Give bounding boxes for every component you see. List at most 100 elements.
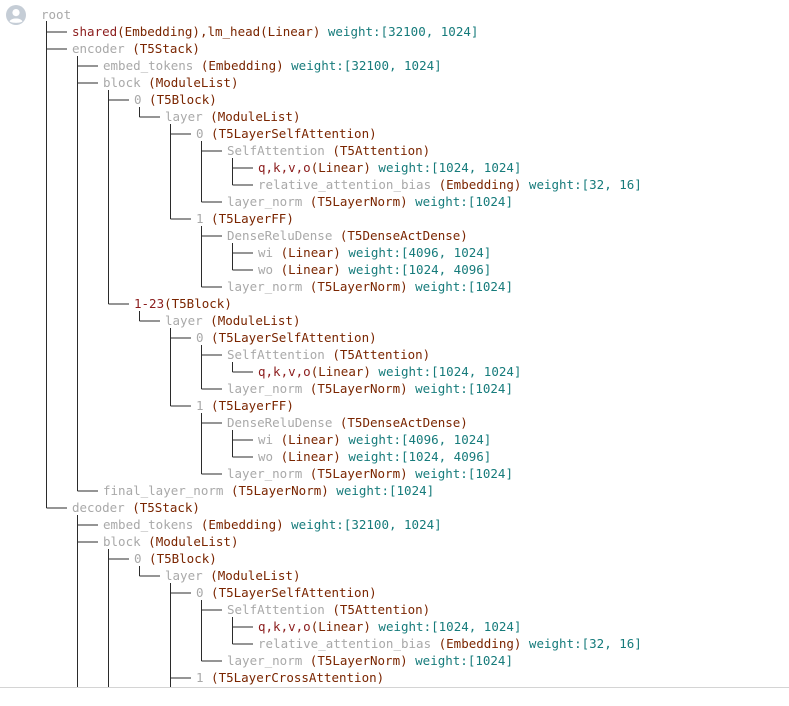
tree-node-row[interactable]: layer_norm (T5LayerNorm) weight:[1024]: [227, 380, 513, 397]
tree-node-row[interactable]: q,k,v,o(Linear) weight:[1024, 1024]: [258, 159, 521, 176]
module-name: 1-23: [134, 296, 165, 311]
tree-node-row[interactable]: layer_norm (T5LayerNorm) weight:[1024]: [227, 652, 513, 669]
module-name: embed_tokens: [103, 58, 194, 73]
tree-node-row[interactable]: layer (ModuleList): [165, 312, 300, 329]
module-name: DenseReluDense: [227, 415, 333, 430]
module-name: layer_norm: [227, 653, 303, 668]
tree-node-row[interactable]: 0 (T5Block): [134, 550, 217, 567]
module-name: shared: [72, 24, 118, 39]
module-name: wi: [258, 432, 274, 447]
tree-node-row[interactable]: SelfAttention (T5Attention): [227, 601, 430, 618]
module-type: (T5Block): [141, 92, 217, 107]
tree-node-row[interactable]: layer (ModuleList): [165, 567, 300, 584]
weight-shape: weight:[32100, 1024]: [283, 517, 442, 532]
module-type: (T5LayerNorm): [302, 653, 408, 668]
module-type: (T5LayerNorm): [223, 483, 329, 498]
module-type: (T5LayerNorm): [302, 466, 408, 481]
module-tree-view: root shared(Embedding),lm_head(Linear) w…: [6, 5, 642, 687]
tree-node-row[interactable]: q,k,v,o(Linear) weight:[1024, 1024]: [258, 618, 521, 635]
module-type: (Linear): [273, 245, 341, 260]
tree-node-row[interactable]: DenseReluDense (T5DenseActDense): [227, 227, 468, 244]
weight-shape: weight:[1024, 1024]: [370, 364, 522, 379]
weight-shape: weight:[1024]: [407, 194, 513, 209]
weight-shape: weight:[4096, 1024]: [340, 432, 492, 447]
tree-node-row[interactable]: block (ModuleList): [103, 74, 238, 91]
tree-node-row[interactable]: wi (Linear) weight:[4096, 1024]: [258, 431, 491, 448]
module-name: layer: [165, 568, 203, 583]
module-name: 0: [134, 92, 142, 107]
weight-shape: weight:[1024, 1024]: [370, 619, 522, 634]
module-type: (Embedding): [193, 517, 284, 532]
tree-node-row[interactable]: 0 (T5LayerSelfAttention): [196, 329, 377, 346]
weight-shape: weight:[4096, 1024]: [340, 245, 492, 260]
tree-node-row[interactable]: q,k,v,o(Linear) weight:[1024, 1024]: [258, 363, 521, 380]
tree-node-row[interactable]: 1-23(T5Block): [134, 295, 232, 312]
module-name: SelfAttention: [227, 347, 325, 362]
weight-shape: weight:[32, 16]: [521, 636, 642, 651]
module-type: (Embedding): [193, 58, 284, 73]
module-type: (ModuleList): [202, 568, 301, 583]
weight-shape: weight:[1024]: [407, 279, 513, 294]
tree-node-row[interactable]: 1 (T5LayerCrossAttention): [196, 669, 384, 686]
module-type: (T5LayerNorm): [302, 279, 408, 294]
module-name: wo: [258, 262, 274, 277]
tree-node-row[interactable]: layer_norm (T5LayerNorm) weight:[1024]: [227, 278, 513, 295]
module-name: final_layer_norm: [103, 483, 224, 498]
module-name: q,k,v,o: [258, 160, 311, 175]
module-name: block: [103, 534, 141, 549]
module-name: layer_norm: [227, 381, 303, 396]
tree-node-row[interactable]: wi (Linear) weight:[4096, 1024]: [258, 244, 491, 261]
weight-shape: weight:[1024]: [407, 466, 513, 481]
module-type: (T5LayerCrossAttention): [203, 670, 385, 685]
module-name: layer_norm: [227, 194, 303, 209]
tree-node-row[interactable]: layer_norm (T5LayerNorm) weight:[1024]: [227, 465, 513, 482]
tree-node-row[interactable]: embed_tokens (Embedding) weight:[32100, …: [103, 57, 442, 74]
tree-node-row[interactable]: SelfAttention (T5Attention): [227, 142, 430, 159]
weight-shape: weight:[1024]: [328, 483, 435, 498]
tree-node-row[interactable]: embed_tokens (Embedding) weight:[32100, …: [103, 516, 442, 533]
tree-node-row[interactable]: encoder (T5Stack): [72, 40, 200, 57]
tree-node-row[interactable]: layer_norm (T5LayerNorm) weight:[1024]: [227, 193, 513, 210]
module-type: (T5Attention): [324, 347, 431, 362]
tree-node-row[interactable]: relative_attention_bias (Embedding) weig…: [258, 176, 642, 193]
module-type: (Embedding): [431, 177, 522, 192]
tree-node-row[interactable]: 0 (T5Block): [134, 91, 217, 108]
module-type: (ModuleList): [202, 109, 301, 124]
tree-node-row[interactable]: decoder (T5Stack): [72, 499, 200, 516]
weight-shape: weight:[32100, 1024]: [283, 58, 442, 73]
module-name: layer: [165, 313, 203, 328]
module-name: embed_tokens: [103, 517, 194, 532]
tree-node-row[interactable]: relative_attention_bias (Embedding) weig…: [258, 635, 642, 652]
module-type: (T5LayerNorm): [302, 194, 408, 209]
tree-node-row[interactable]: layer (ModuleList): [165, 108, 300, 125]
module-name: 0: [196, 126, 204, 141]
user-avatar-icon: [6, 5, 26, 25]
weight-shape: weight:[1024, 4096]: [340, 449, 492, 464]
module-type: (Linear): [310, 364, 371, 379]
weight-shape: weight:[1024, 1024]: [370, 160, 522, 175]
tree-node-row[interactable]: shared(Embedding),lm_head(Linear) weight…: [72, 23, 478, 40]
tree-node-row[interactable]: 0 (T5LayerSelfAttention): [196, 584, 377, 601]
bottom-divider: [0, 687, 789, 688]
module-type: (T5LayerFF): [203, 211, 294, 226]
tree-node-row[interactable]: 1 (T5LayerFF): [196, 397, 294, 414]
tree-node-row[interactable]: DenseReluDense (T5DenseActDense): [227, 414, 468, 431]
tree-node-row[interactable]: 1 (T5LayerFF): [196, 210, 294, 227]
tree-node-row[interactable]: SelfAttention (T5Attention): [227, 346, 430, 363]
tree-node-row[interactable]: wo (Linear) weight:[1024, 4096]: [258, 261, 491, 278]
module-name: relative_attention_bias: [258, 177, 432, 192]
module-type: (T5Block): [164, 296, 232, 311]
tree-node-row[interactable]: wo (Linear) weight:[1024, 4096]: [258, 448, 491, 465]
tree-node-row[interactable]: block (ModuleList): [103, 533, 238, 550]
module-name: SelfAttention: [227, 143, 325, 158]
module-name: layer_norm: [227, 279, 303, 294]
module-name: relative_attention_bias: [258, 636, 432, 651]
module-type: (Linear): [310, 160, 371, 175]
module-type: (Linear): [273, 432, 341, 447]
tree-node-row[interactable]: 0 (T5LayerSelfAttention): [196, 125, 377, 142]
tree-node-row[interactable]: final_layer_norm (T5LayerNorm) weight:[1…: [103, 482, 434, 499]
module-type: (Embedding): [431, 636, 522, 651]
module-name: decoder: [72, 500, 125, 515]
module-type: (T5Stack): [124, 500, 200, 515]
module-name: 1: [196, 211, 204, 226]
